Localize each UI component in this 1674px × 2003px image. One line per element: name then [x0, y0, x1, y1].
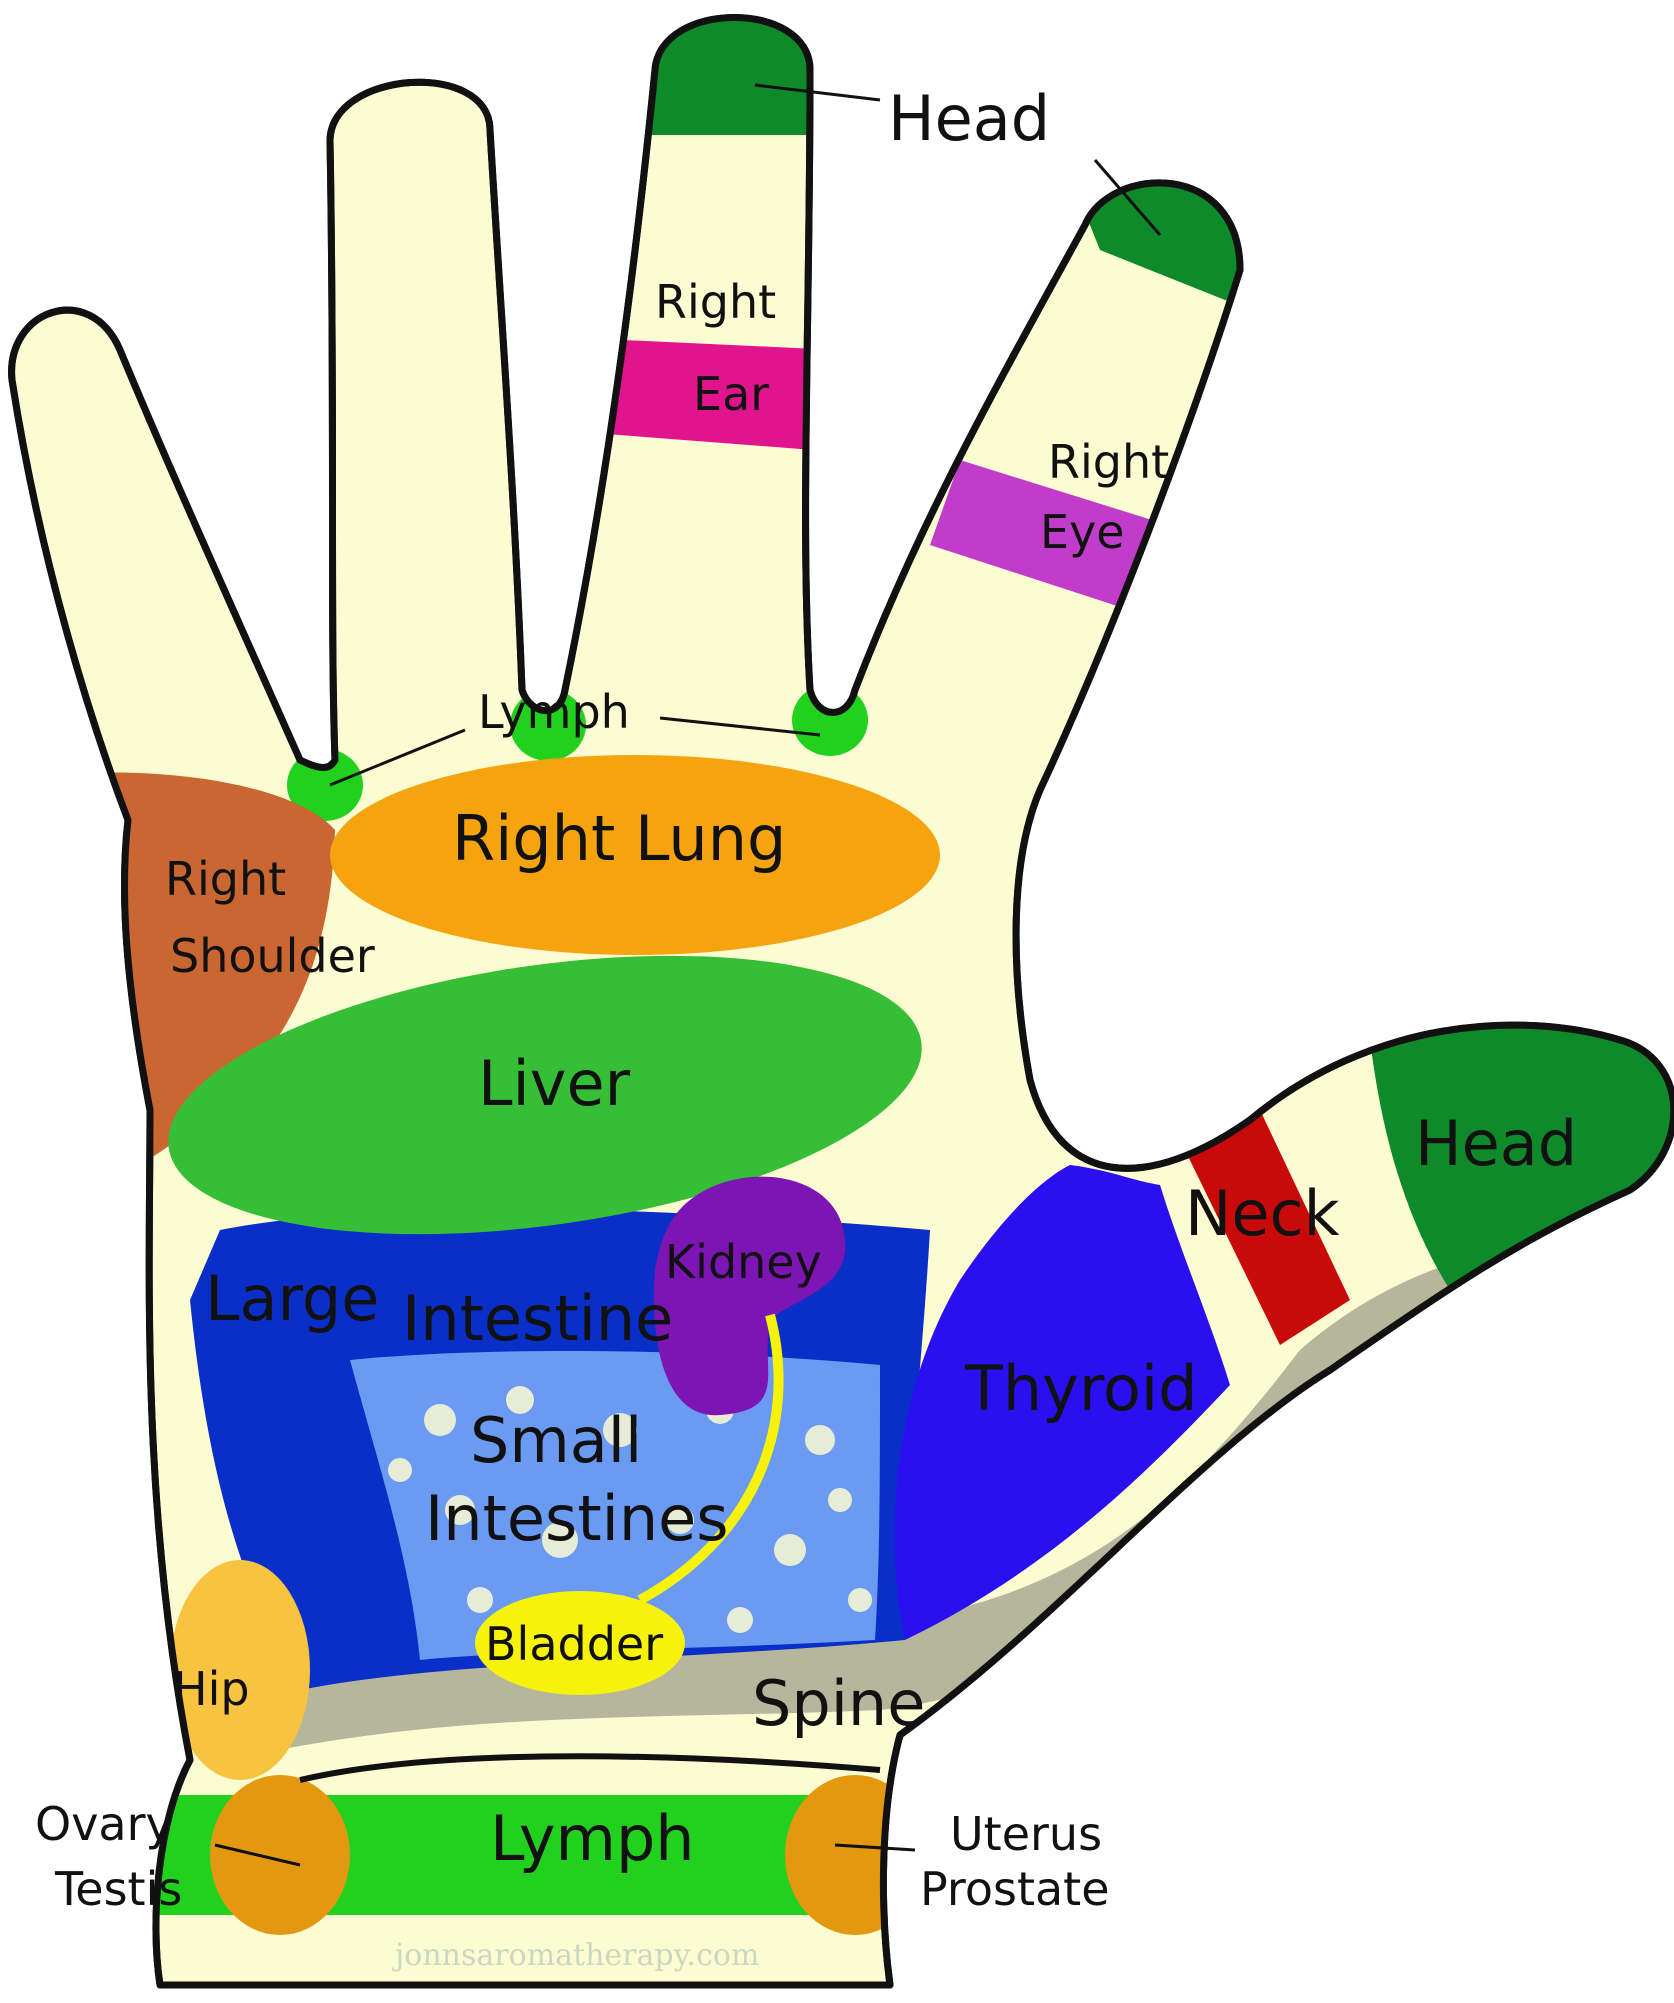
ovary-leader-line [214, 1843, 301, 1867]
intestine-label: Intestine [402, 1282, 673, 1355]
right-shoulder-label-1: Right [165, 852, 286, 906]
thyroid-label: Thyroid [964, 1352, 1198, 1425]
right-lung-zone [330, 755, 940, 955]
right-ear-label-1: Right [655, 275, 776, 329]
watermark: jonnsaromatherapy.com [392, 1938, 759, 1973]
ureter-line [637, 1313, 784, 1605]
small-intestines-zone [350, 1350, 880, 1660]
lymph-web-label: Lymph [478, 685, 630, 739]
head-leader-line [754, 83, 881, 102]
liver-zone [168, 955, 922, 1235]
hip-zone [170, 1560, 310, 1780]
ovary-label-1: Ovary [35, 1797, 173, 1851]
bladder-zone [475, 1591, 685, 1695]
wrist-crease [299, 1753, 881, 1783]
neck-zone [1185, 1110, 1350, 1345]
right-lung-label: Right Lung [452, 802, 786, 875]
right-shoulder-label-2: Shoulder [170, 929, 375, 983]
ovary-label-2: Testis [54, 1862, 182, 1916]
wrist-lymph-label: Lymph [490, 1802, 695, 1875]
thyroid-zone [894, 1165, 1230, 1640]
uterus-label-1: Uterus [950, 1807, 1102, 1861]
uterus-prostate-zone [785, 1775, 925, 1935]
small-intestines-label-1: Small [470, 1404, 642, 1477]
right-eye-label-2: Eye [1040, 505, 1125, 559]
uterus-label-2: Prostate [920, 1862, 1110, 1916]
uterus-leader-line [834, 1843, 916, 1852]
bladder-label: Bladder [485, 1617, 663, 1671]
neck-label: Neck [1185, 1177, 1340, 1250]
right-ear-zone [580, 338, 840, 452]
lymph-leader-line-2 [659, 716, 821, 737]
head-thumb-label: Head [1415, 1107, 1577, 1180]
right-ear-label-2: Ear [693, 367, 769, 421]
spine-label: Spine [752, 1667, 925, 1740]
right-eye-label-1: Right [1048, 435, 1169, 489]
large-label: Large [205, 1262, 379, 1335]
small-intestines-label-2: Intestines [425, 1482, 729, 1555]
head-finger-label: Head [888, 82, 1050, 155]
hand-outline-top [8, 14, 1674, 1989]
ovary-testis-zone [210, 1775, 350, 1935]
lymph-web-1 [287, 749, 363, 821]
lymph-leader-line-1 [329, 728, 466, 787]
hip-label: Hip [173, 1662, 250, 1716]
liver-label: Liver [478, 1047, 631, 1120]
head-leader-line-2 [1093, 159, 1162, 236]
kidney-zone [653, 1176, 846, 1416]
kidney-label: Kidney [665, 1235, 822, 1289]
